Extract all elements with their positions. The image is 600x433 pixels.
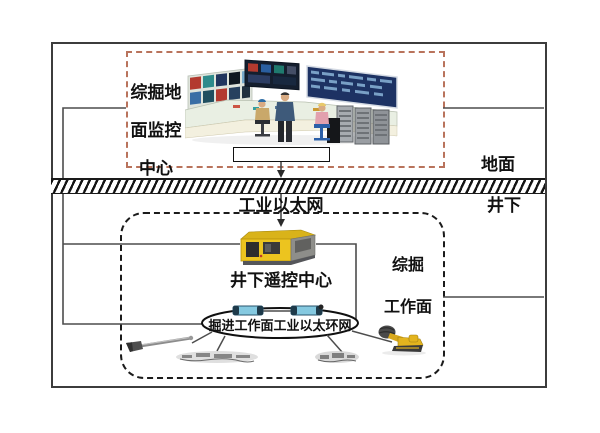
- ethernet-switch-icon: [290, 304, 324, 316]
- ground-surface-hatch: [51, 178, 545, 194]
- outer-frame: [51, 42, 547, 388]
- surface-monitoring-box: [126, 51, 445, 168]
- underground-label: 井下: [487, 196, 521, 215]
- server-rack-icon: [327, 105, 390, 145]
- surface-monitoring-center-label: 综掘地 面监控 中心: [123, 83, 189, 178]
- mining-equipment-image: [315, 351, 359, 363]
- remote-control-center-label: 井下遥控中心: [230, 271, 332, 290]
- working-face-line2: 工作面: [383, 299, 432, 316]
- arrowhead-down-icon: [277, 219, 285, 227]
- underground-working-face-box: [120, 212, 445, 379]
- link-to-equipment-right: [326, 334, 343, 353]
- operator-figure: [255, 92, 330, 142]
- working-face-label: 综掘 工作面: [376, 255, 440, 318]
- link-to-drill-tool: [191, 331, 213, 344]
- ethernet-switch-icon: [232, 305, 264, 316]
- connector-backbone-left: [62, 107, 203, 325]
- industrial-ethernet-label: 工业以太网: [238, 196, 324, 215]
- surface-label-line2: 面监控: [130, 121, 182, 140]
- surface-label-line1: 综掘地: [130, 83, 182, 102]
- ring-network-label: 掘进工作面工业以太环网: [208, 318, 352, 333]
- control-room-image: [185, 59, 398, 145]
- working-face-line1: 综掘: [391, 257, 424, 274]
- remote-control-station-image: [240, 229, 317, 265]
- surface-switch-box: [233, 147, 330, 162]
- surface-label-line3: 中心: [139, 159, 173, 178]
- drill-tool-image: [126, 335, 194, 352]
- arrowhead-down-icon: [277, 170, 285, 178]
- link-to-roadheader: [351, 330, 393, 343]
- roadheader-image: [378, 325, 426, 356]
- link-to-equipment-left: [216, 335, 226, 352]
- mining-equipment-image: [176, 351, 258, 363]
- ground-label: 地面: [481, 155, 515, 174]
- connector-remote-right: [316, 243, 357, 319]
